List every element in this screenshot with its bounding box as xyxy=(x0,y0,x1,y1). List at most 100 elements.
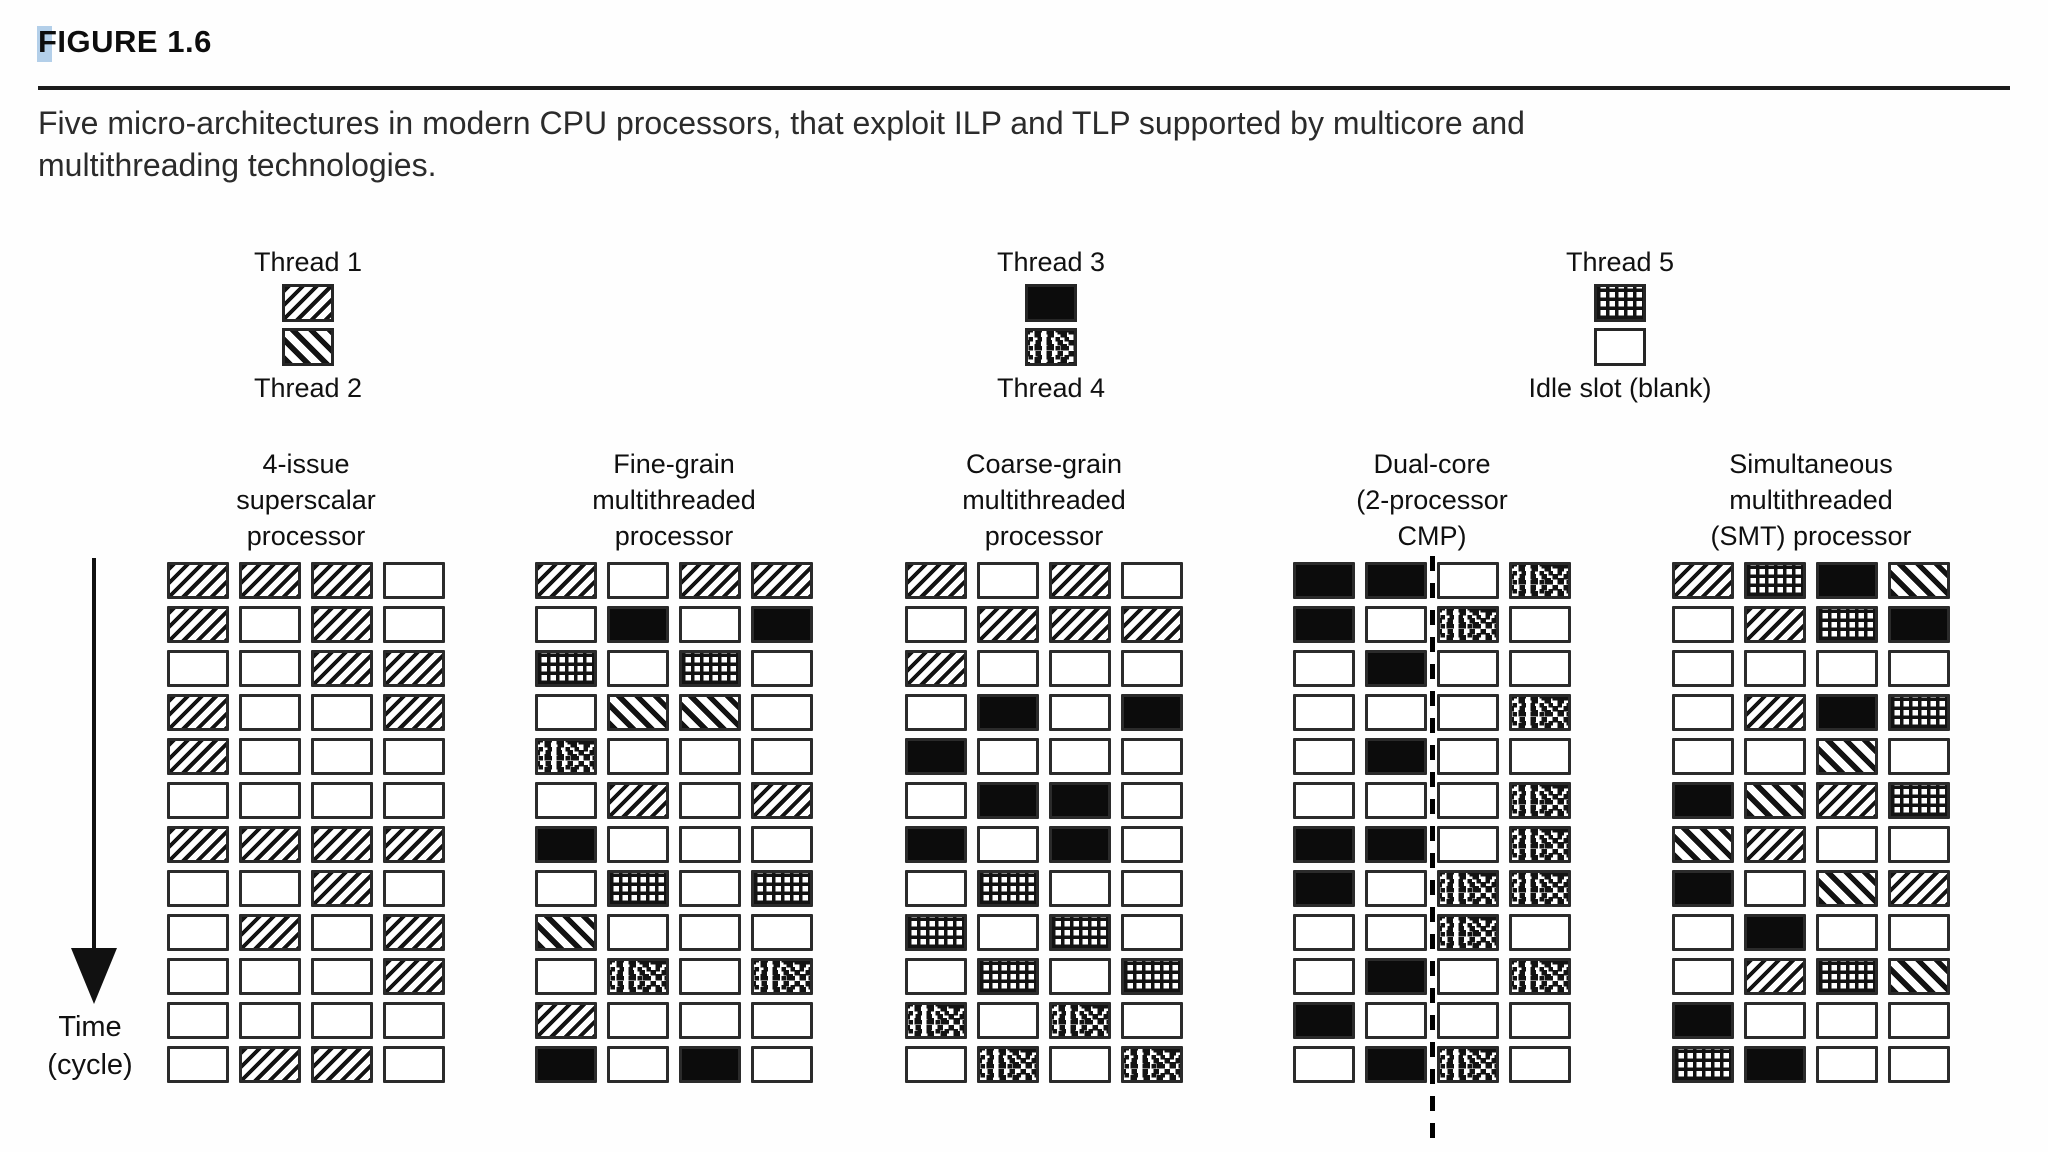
slot-r8-c4-id xyxy=(1121,870,1183,907)
slot-r8-c2-id xyxy=(1365,870,1427,907)
slot-r1-c3-t3 xyxy=(1816,562,1878,599)
slot-r1-c4-t4 xyxy=(1509,562,1571,599)
slot-r2-c4-id xyxy=(1509,606,1571,643)
slot-r9-c4-t1 xyxy=(383,914,445,951)
slot-r11-c4-id xyxy=(1888,1002,1950,1039)
slot-r6-c1-id xyxy=(905,782,967,819)
slot-r5-c4-id xyxy=(1509,738,1571,775)
slot-r2-c2-id xyxy=(239,606,301,643)
slot-r2-c2-t1 xyxy=(977,606,1039,643)
slot-r10-c4-t4 xyxy=(1509,958,1571,995)
slot-r4-c3-t2 xyxy=(679,694,741,731)
slot-r1-c3-id xyxy=(1437,562,1499,599)
slot-r4-c2-t3 xyxy=(977,694,1039,731)
slot-r1-c3-t1 xyxy=(1049,562,1111,599)
slot-r4-c1-id xyxy=(1293,694,1355,731)
slot-r12-c4-t4 xyxy=(1121,1046,1183,1083)
slot-r3-c1-id xyxy=(1293,650,1355,687)
time-label-line2: (cycle) xyxy=(47,1049,133,1081)
title-line: Fine-grain xyxy=(613,449,735,479)
slot-r9-c1-t2 xyxy=(535,914,597,951)
slot-r12-c2-t1 xyxy=(239,1046,301,1083)
slot-r8-c2-t5 xyxy=(607,870,669,907)
title-line: multithreaded xyxy=(1729,485,1893,515)
slot-r10-c3-id xyxy=(1437,958,1499,995)
processor-title-smt: Simultaneous multithreaded (SMT) process… xyxy=(1661,446,1961,554)
slot-r5-c2-id xyxy=(1744,738,1806,775)
slot-r8-c4-id xyxy=(383,870,445,907)
slot-r10-c4-t4 xyxy=(751,958,813,995)
slot-r5-c4-id xyxy=(1888,738,1950,775)
processor-grid-0 xyxy=(167,562,445,1083)
title-line: Coarse-grain xyxy=(965,449,1123,479)
slot-r12-c3-id xyxy=(1816,1046,1878,1083)
slot-r8-c1-id xyxy=(535,870,597,907)
slot-r9-c4-id xyxy=(751,914,813,951)
slot-r7-c1-t3 xyxy=(535,826,597,863)
slot-r4-c4-t5 xyxy=(1888,694,1950,731)
slot-r11-c1-t3 xyxy=(1672,1002,1734,1039)
slot-r9-c2-t1 xyxy=(239,914,301,951)
slot-r8-c4-t5 xyxy=(751,870,813,907)
slot-r11-c3-id xyxy=(311,1002,373,1039)
slot-r6-c2-id xyxy=(239,782,301,819)
legend-label-idle-slot: Idle slot (blank) xyxy=(1528,373,1712,403)
slot-r5-c3-id xyxy=(1437,738,1499,775)
slot-r2-c2-t3 xyxy=(607,606,669,643)
slot-r6-c3-t3 xyxy=(1049,782,1111,819)
slot-r10-c3-t5 xyxy=(1816,958,1878,995)
slot-r4-c1-t1 xyxy=(167,694,229,731)
slot-r6-c1-id xyxy=(167,782,229,819)
slot-r9-c4-id xyxy=(1509,914,1571,951)
slot-r2-c1-t3 xyxy=(1293,606,1355,643)
slot-r12-c3-t4 xyxy=(1437,1046,1499,1083)
slot-r7-c3-id xyxy=(1437,826,1499,863)
slot-r12-c4-id xyxy=(1509,1046,1571,1083)
slot-r5-c1-t1 xyxy=(167,738,229,775)
slot-r1-c4-t1 xyxy=(751,562,813,599)
slot-r12-c3-t3 xyxy=(679,1046,741,1083)
slot-r1-c2-t3 xyxy=(1365,562,1427,599)
slot-r3-c1-id xyxy=(1672,650,1734,687)
slot-r10-c1-id xyxy=(1672,958,1734,995)
slot-r6-c4-id xyxy=(1121,782,1183,819)
slot-r11-c4-id xyxy=(751,1002,813,1039)
slot-r4-c2-t1 xyxy=(1744,694,1806,731)
slot-r6-c4-t1 xyxy=(751,782,813,819)
slot-r12-c2-t3 xyxy=(1744,1046,1806,1083)
slot-r1-c1-t1 xyxy=(905,562,967,599)
title-line: processor xyxy=(614,521,734,551)
slot-r8-c1-t3 xyxy=(1293,870,1355,907)
slot-r7-c2-id xyxy=(607,826,669,863)
slot-r11-c3-id xyxy=(1816,1002,1878,1039)
slot-r12-c4-id xyxy=(751,1046,813,1083)
title-line: superscalar xyxy=(236,485,376,515)
legend-swatch-thread4 xyxy=(1025,328,1077,366)
legend-thread-1-2: Thread 1 Thread 2 xyxy=(148,246,468,404)
slot-r8-c3-id xyxy=(679,870,741,907)
legend-swatch-thread3 xyxy=(1025,284,1077,322)
slot-r12-c2-t4 xyxy=(977,1046,1039,1083)
title-divider-rule xyxy=(38,86,2010,90)
slot-r7-c4-id xyxy=(1888,826,1950,863)
title-line: multithreaded xyxy=(962,485,1126,515)
slot-r12-c2-t3 xyxy=(1365,1046,1427,1083)
slot-r8-c2-id xyxy=(239,870,301,907)
slot-r9-c1-id xyxy=(1293,914,1355,951)
slot-r9-c2-id xyxy=(977,914,1039,951)
slot-r8-c1-id xyxy=(905,870,967,907)
slot-r7-c3-t3 xyxy=(1049,826,1111,863)
title-line: Simultaneous xyxy=(1729,449,1893,479)
slot-r2-c4-t3 xyxy=(751,606,813,643)
slot-r8-c1-id xyxy=(167,870,229,907)
title-line: multithreaded xyxy=(592,485,756,515)
slot-r12-c1-id xyxy=(167,1046,229,1083)
slot-r11-c1-t3 xyxy=(1293,1002,1355,1039)
slot-r10-c2-t3 xyxy=(1365,958,1427,995)
slot-r10-c2-t4 xyxy=(607,958,669,995)
slot-r3-c2-id xyxy=(1744,650,1806,687)
slot-r4-c1-id xyxy=(905,694,967,731)
slot-r8-c3-t2 xyxy=(1816,870,1878,907)
slot-r6-c2-t2 xyxy=(1744,782,1806,819)
processor-title-dual-core: Dual-core (2-processor CMP) xyxy=(1282,446,1582,554)
